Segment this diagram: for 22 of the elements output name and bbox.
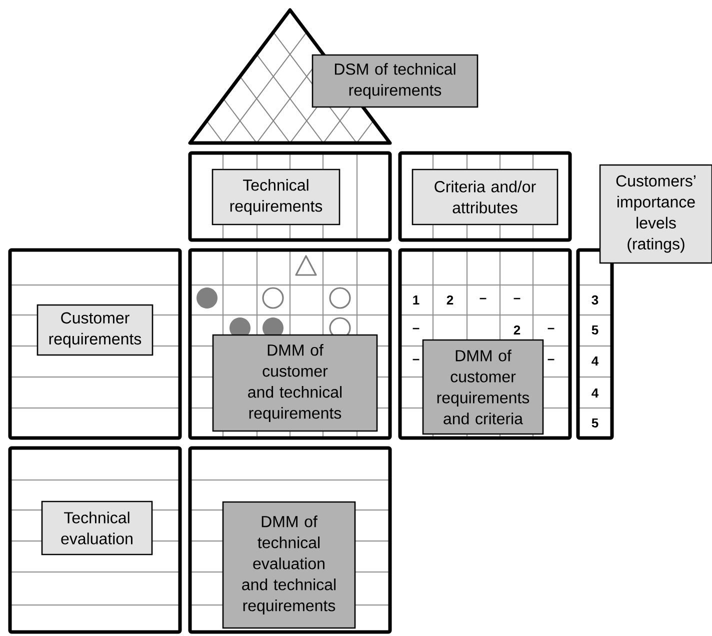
cell-value: –: [412, 358, 420, 360]
label-box: DMM of customer requirements and criteria: [422, 339, 544, 435]
cell-value: –: [548, 358, 554, 360]
rating-number: 3: [592, 295, 598, 305]
grid-frame: [576, 248, 614, 440]
label-box: DMM of technical evaluation and technical requirements: [222, 501, 356, 629]
cell-value: –: [514, 298, 520, 300]
cell-value: 2: [446, 295, 454, 305]
rating-number: 5: [592, 418, 598, 428]
label-box: Criteria and/or attributes: [412, 168, 558, 226]
label-box: Customer requirements: [36, 304, 154, 356]
rating-number: 4: [592, 356, 599, 366]
rating-number: 5: [592, 325, 598, 335]
label-box: Technical evaluation: [41, 500, 153, 556]
label-box: Technical requirements: [212, 168, 340, 226]
cell-value: –: [480, 298, 486, 300]
cell-value: 1: [413, 296, 420, 304]
cell-value: –: [412, 328, 420, 330]
cell-value: –: [548, 328, 554, 330]
label-box: DMM of customer and technical requirements: [212, 334, 378, 432]
rating-number: 4: [592, 388, 599, 398]
label-box: Customers’ importance levels (ratings): [599, 164, 712, 264]
